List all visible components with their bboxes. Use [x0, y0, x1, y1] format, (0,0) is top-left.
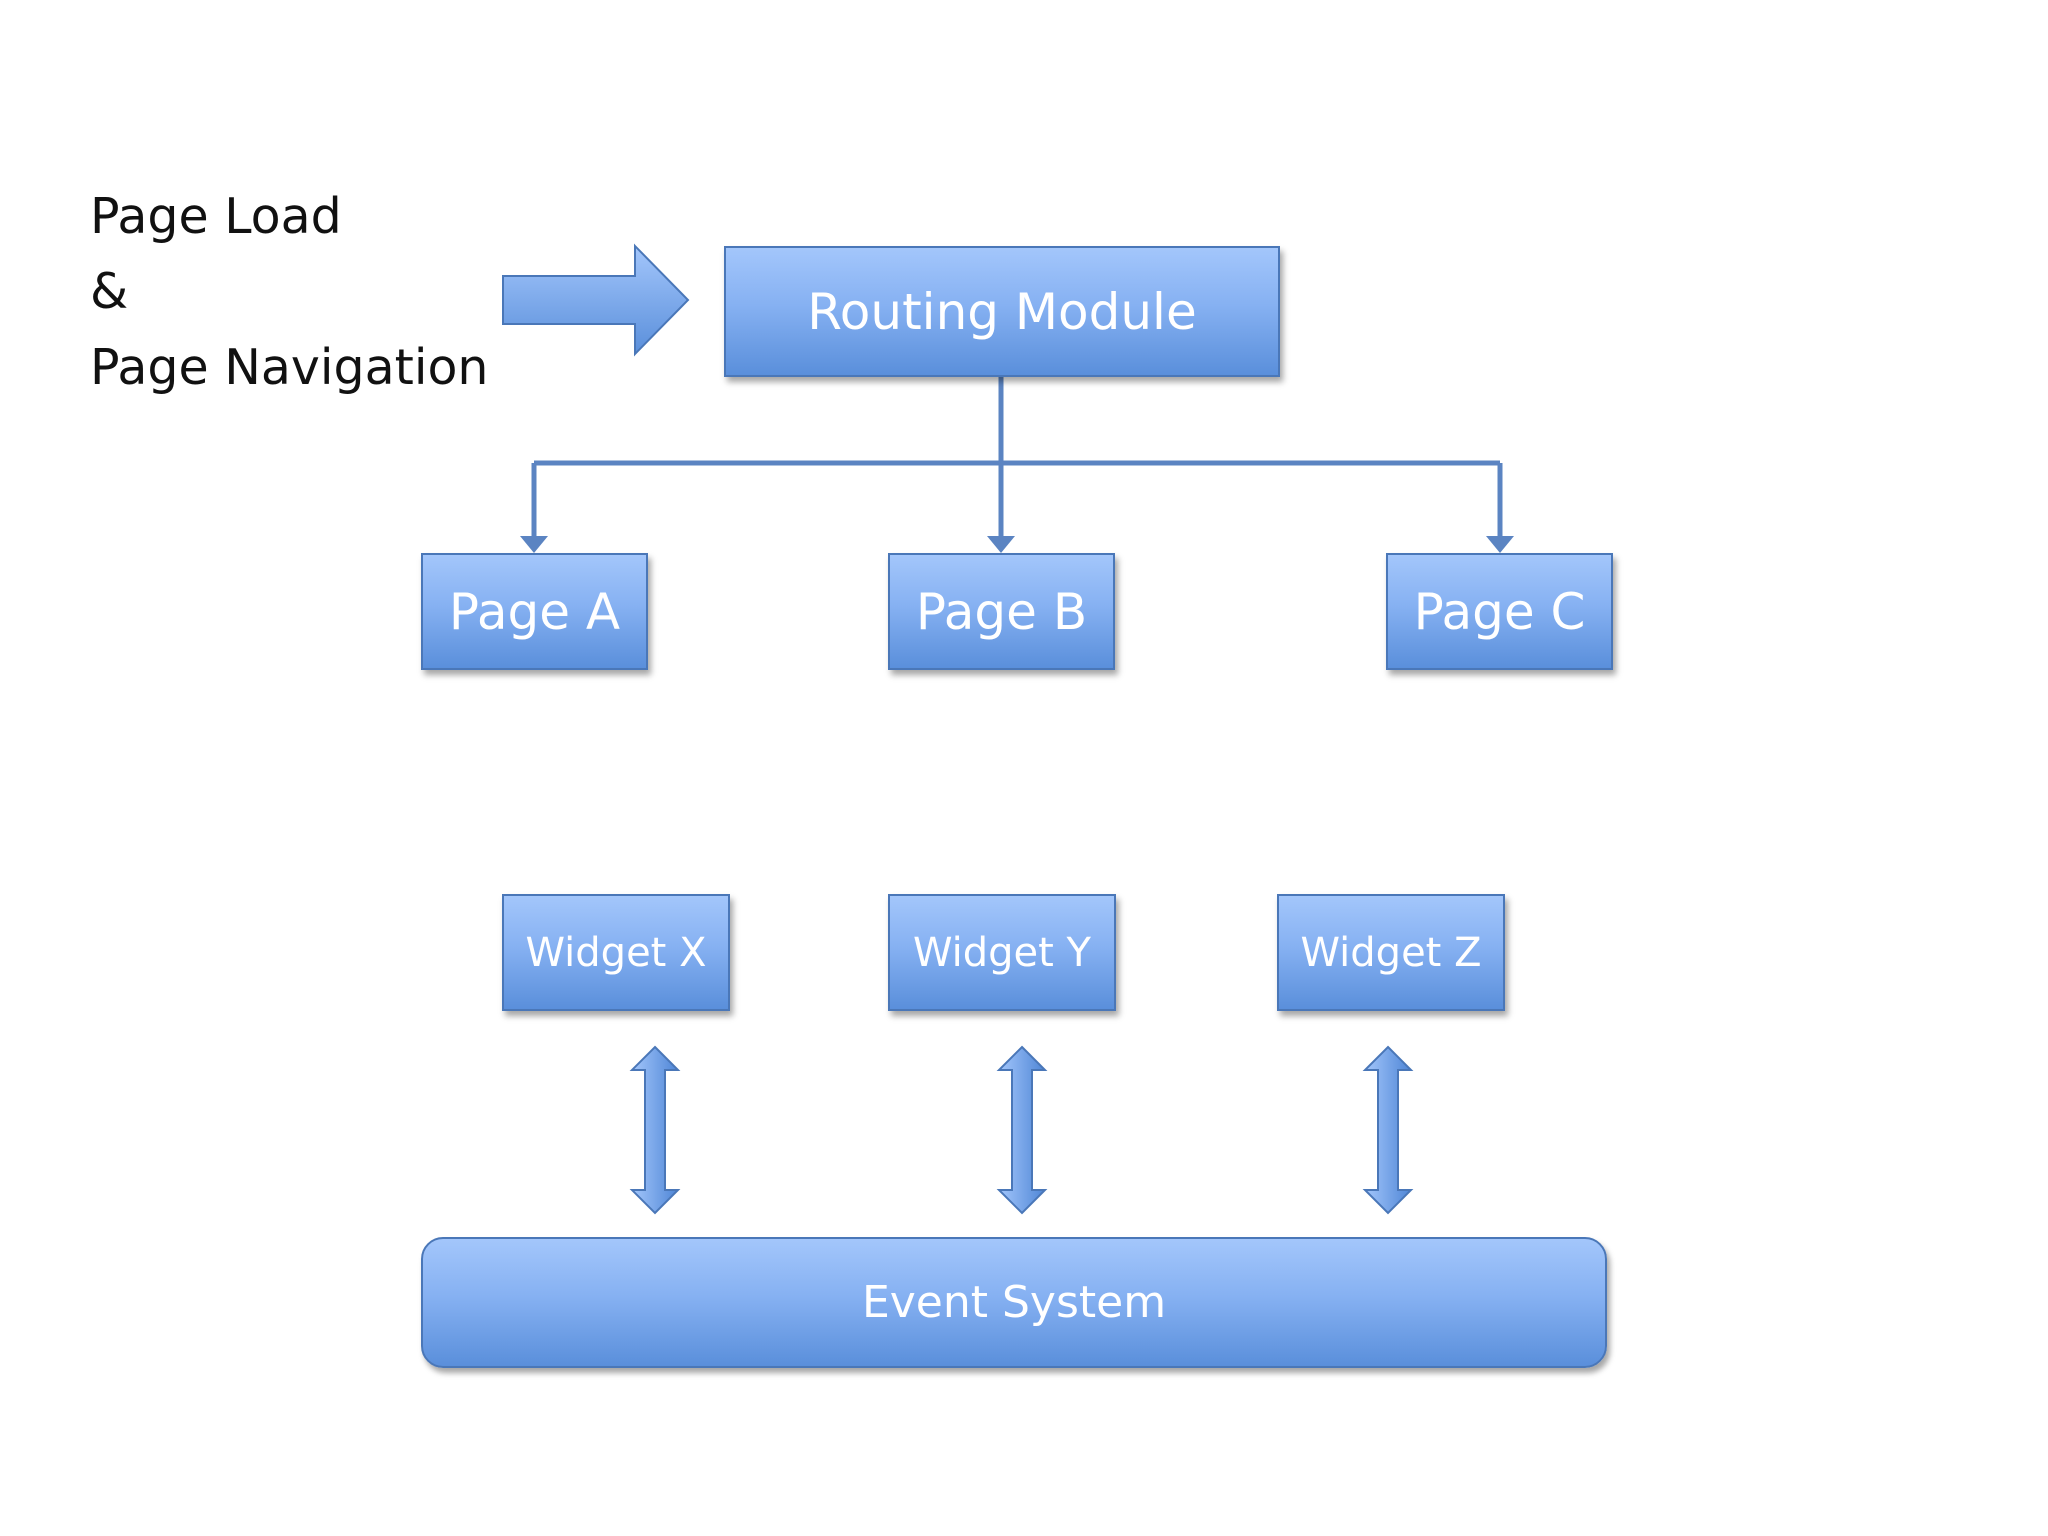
widget-z-label: Widget Z	[1300, 929, 1482, 976]
widget-y-box: Widget Y	[888, 894, 1116, 1011]
double-arrow-widget-z-icon	[1362, 1045, 1414, 1215]
page-a-box: Page A	[421, 553, 648, 670]
double-arrow-widget-y-icon	[996, 1045, 1048, 1215]
page-b-label: Page B	[915, 582, 1088, 641]
page-c-label: Page C	[1413, 582, 1586, 641]
side-label-line1: Page Load	[90, 188, 342, 245]
side-label-line3: Page Navigation	[90, 339, 489, 396]
event-system-label: Event System	[861, 1277, 1167, 1328]
event-system-box: Event System	[421, 1237, 1607, 1368]
side-label-line2: &	[90, 263, 129, 320]
arrowhead-page-a-icon	[520, 536, 548, 553]
page-b-box: Page B	[888, 553, 1115, 670]
arrowhead-page-b-icon	[987, 536, 1015, 553]
widget-z-box: Widget Z	[1277, 894, 1505, 1011]
arrowhead-page-c-icon	[1486, 536, 1514, 553]
page-a-label: Page A	[448, 582, 621, 641]
routing-module-label: Routing Module	[807, 282, 1197, 341]
routing-tree-connector	[531, 377, 1503, 538]
page-c-box: Page C	[1386, 553, 1613, 670]
widget-x-label: Widget X	[525, 929, 707, 976]
routing-module-box: Routing Module	[724, 246, 1280, 377]
entry-arrow-icon	[502, 243, 690, 357]
widget-y-label: Widget Y	[912, 929, 1091, 976]
double-arrow-widget-x-icon	[629, 1045, 681, 1215]
widget-x-box: Widget X	[502, 894, 730, 1011]
